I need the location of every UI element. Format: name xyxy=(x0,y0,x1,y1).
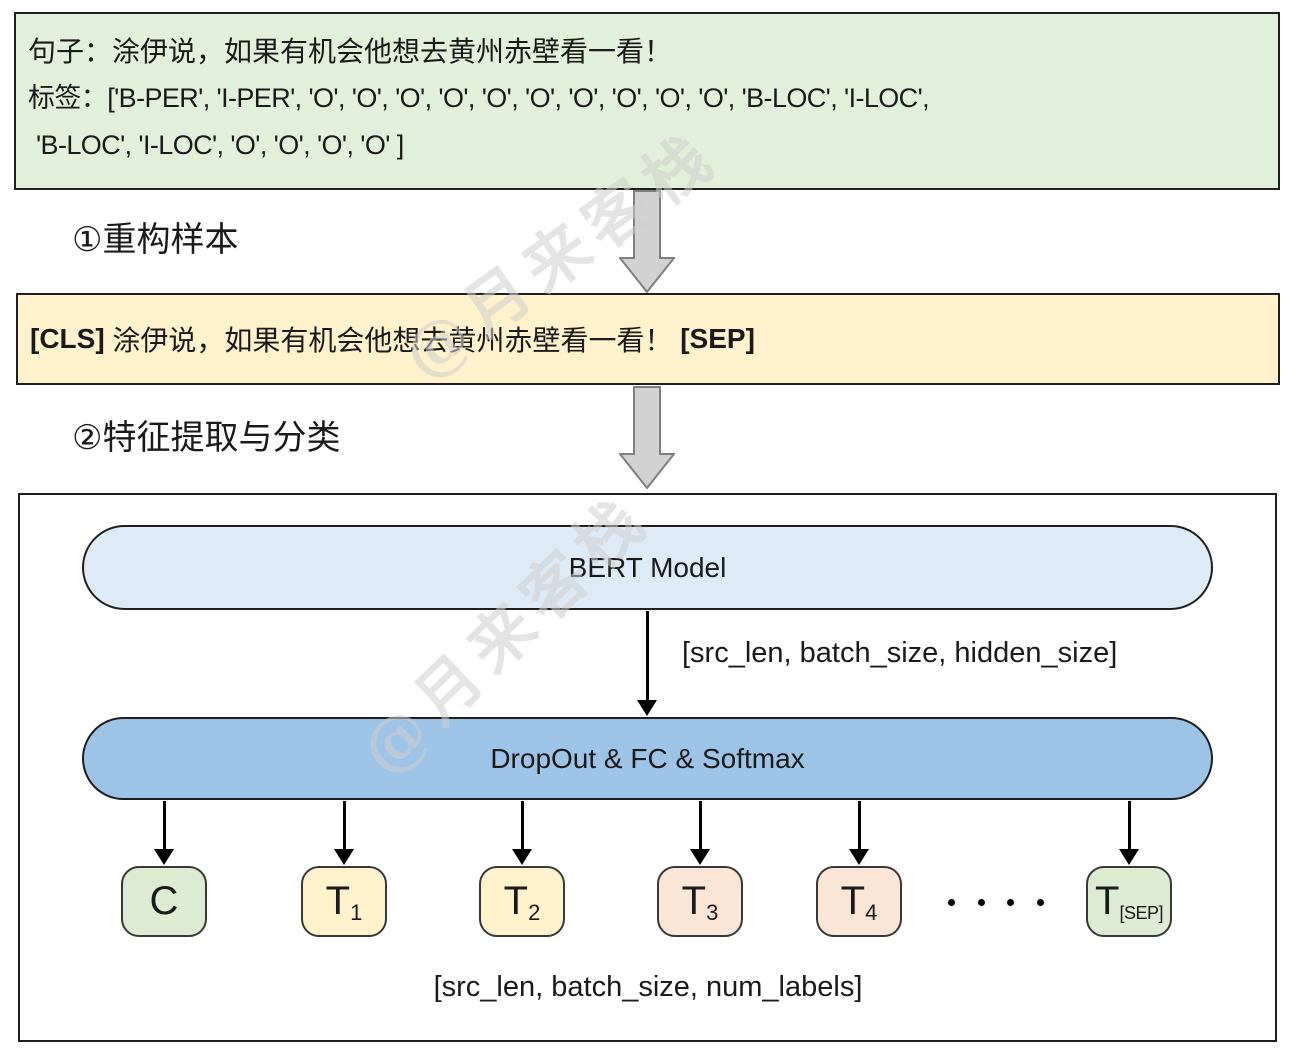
step2-label: ②特征提取与分类 xyxy=(72,419,341,457)
tags-line-1: 标签：['B-PER', 'I-PER', 'O', 'O', 'O', 'O'… xyxy=(28,83,930,113)
token-box-c: C xyxy=(121,866,207,937)
step1-label: ①重构样本 xyxy=(72,221,239,259)
token-arrow-tsep xyxy=(1119,801,1139,865)
token-arrow-t4 xyxy=(849,801,869,865)
sentence-line: 句子：涂伊说，如果有机会他想去黄州赤壁看一看！ xyxy=(28,36,673,67)
token-box-t1: T1 xyxy=(301,866,387,937)
down-block-arrow-2 xyxy=(619,386,675,489)
token-arrow-t1 xyxy=(334,801,354,865)
sample-box: 句子：涂伊说，如果有机会他想去黄州赤壁看一看！ 标签：['B-PER', 'I-… xyxy=(14,12,1280,190)
hidden-shape-label: [src_len, batch_size, hidden_size] xyxy=(682,637,1118,669)
token-box-t3: T3 xyxy=(657,866,743,937)
token-box-tsep: T[SEP] xyxy=(1086,866,1172,937)
token-box-t4: T4 xyxy=(816,866,902,937)
token-box-t2: T2 xyxy=(479,866,565,937)
cls-token: [CLS] xyxy=(30,323,105,354)
sep-token: [SEP] xyxy=(680,323,755,354)
ellipsis-dots xyxy=(946,872,1046,932)
bert-model-label: BERT Model xyxy=(568,551,727,583)
down-block-arrow-1 xyxy=(619,190,675,293)
token-arrow-t2 xyxy=(512,801,532,865)
cls-input-box: [CLS] 涂伊说，如果有机会他想去黄州赤壁看一看！ [SEP] xyxy=(16,293,1280,385)
input-sentence: 涂伊说，如果有机会他想去黄州赤壁看一看！ xyxy=(104,325,681,356)
classifier-label: DropOut & FC & Softmax xyxy=(490,742,805,774)
output-shape-label: [src_len, batch_size, num_labels] xyxy=(433,971,863,1003)
token-arrow-t3 xyxy=(690,801,710,865)
classifier-pill: DropOut & FC & Softmax xyxy=(82,717,1213,800)
bert-model-pill: BERT Model xyxy=(82,525,1213,610)
token-arrow-c xyxy=(154,801,174,865)
bert-to-classifier-arrow xyxy=(637,611,657,716)
tags-line-2: 'B-LOC', 'I-LOC', 'O', 'O', 'O', 'O' ] xyxy=(36,130,404,160)
